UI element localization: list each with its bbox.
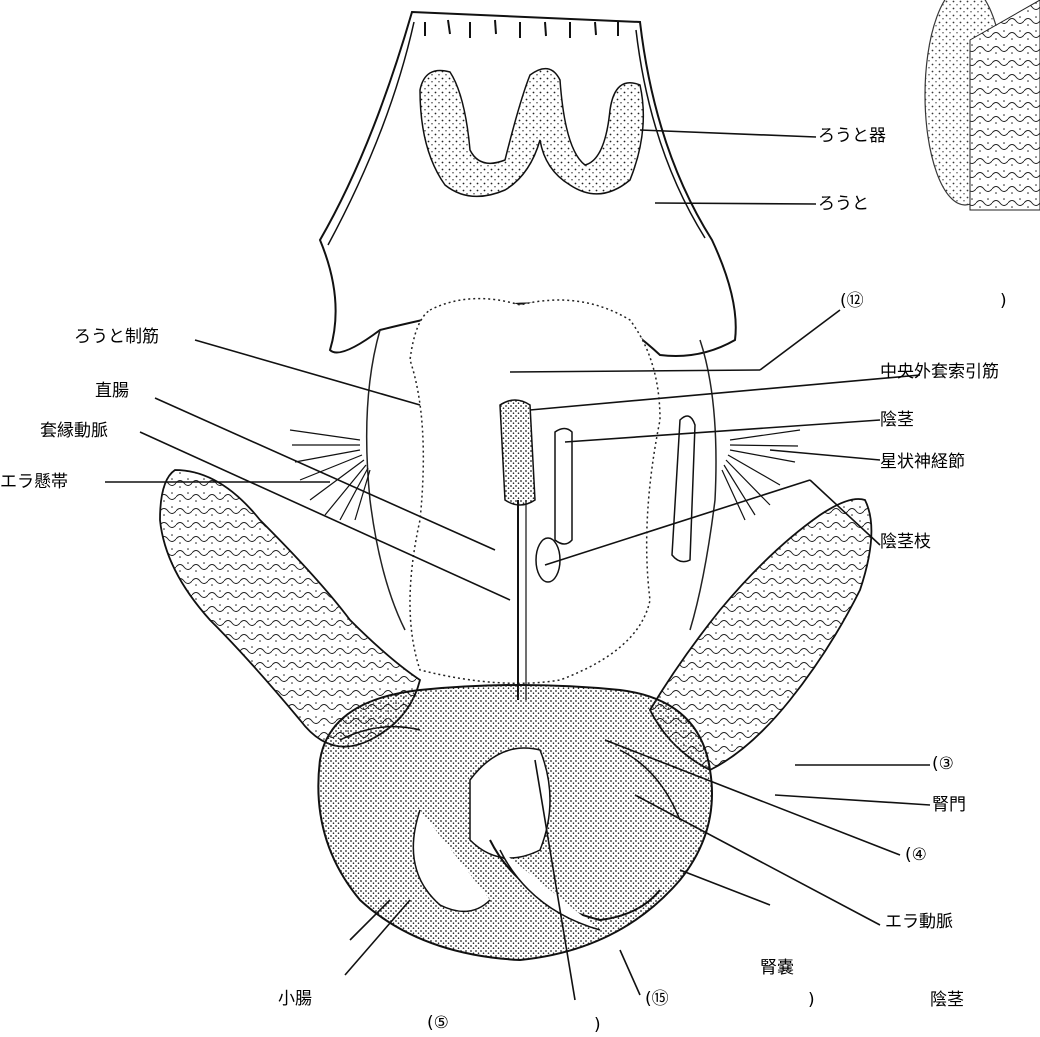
label-funnel-organ: ろうと器 <box>818 126 886 146</box>
label-blank-15-close: ) <box>808 990 815 1010</box>
label-blank-5-close: ) <box>594 1015 601 1035</box>
label-gill-ligament: エラ懸帯 <box>0 472 68 492</box>
label-penis-bottom: 陰茎 <box>930 990 964 1010</box>
label-blank-5-open: (⑤ <box>427 1013 449 1033</box>
label-blank-4: (④ <box>905 845 927 865</box>
label-blank-12-open: (⑫ <box>840 291 864 311</box>
label-blank-12-close: ) <box>1000 291 1007 311</box>
label-blank-15-open: (⑮ <box>645 989 669 1009</box>
label-mantle-artery: 套縁動脈 <box>40 421 108 441</box>
label-penis-branch: 陰茎枝 <box>880 532 931 552</box>
label-stellate-ganglion: 星状神経節 <box>880 452 965 472</box>
label-penis: 陰茎 <box>880 410 914 430</box>
label-gill-artery: エラ動脈 <box>885 912 953 932</box>
label-small-intestine: 小腸 <box>278 989 312 1009</box>
label-blank-3: (③ <box>932 754 954 774</box>
label-median-retractor: 中央外套索引筋 <box>880 362 999 382</box>
label-funnel: ろうと <box>818 194 869 214</box>
stellate-ganglion-left <box>290 430 370 520</box>
label-rectum: 直腸 <box>95 381 129 401</box>
label-renal-pore: 腎門 <box>932 795 966 815</box>
label-funnel-retractor: ろうと制筋 <box>74 327 159 347</box>
label-renal-sac: 腎嚢 <box>760 958 794 978</box>
stellate-ganglion-right <box>722 430 800 520</box>
